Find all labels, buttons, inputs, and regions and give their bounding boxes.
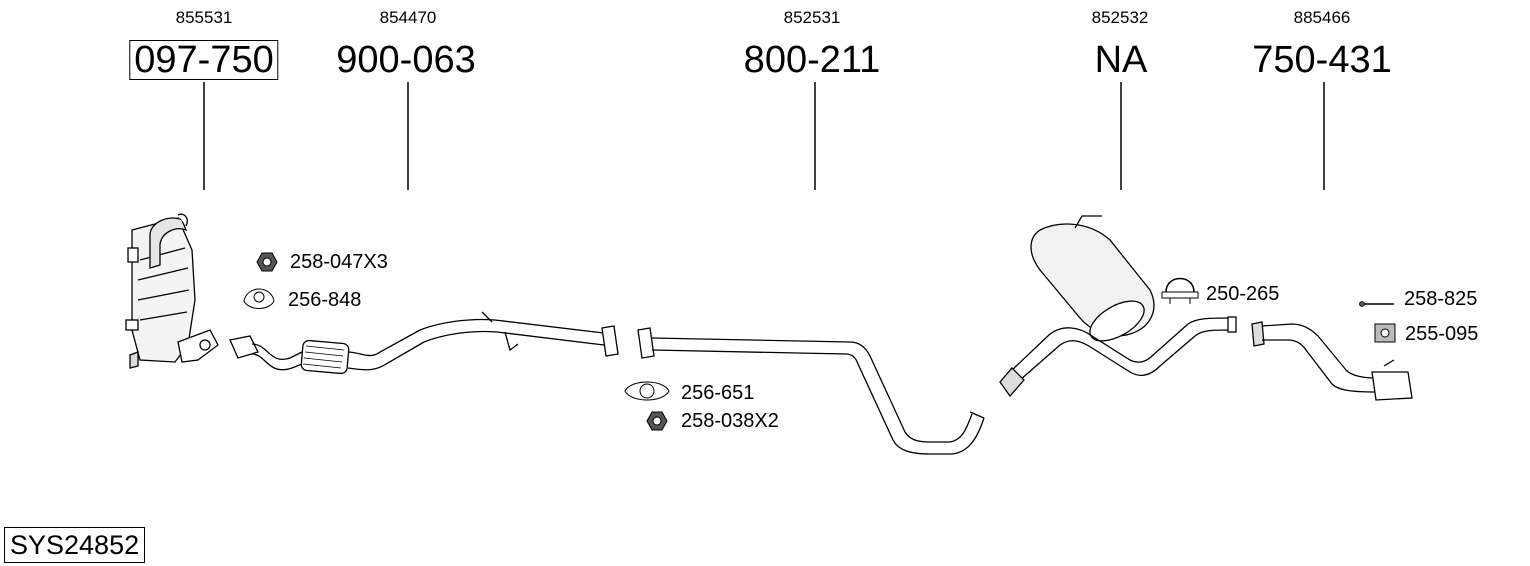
accessory-label-bolt[interactable]: 258-825 bbox=[1404, 288, 1478, 310]
bolt-icon bbox=[1359, 301, 1394, 307]
accessory-label-gasket-1[interactable]: 256-848 bbox=[288, 289, 362, 311]
system-id-box: SYS24852 bbox=[4, 527, 146, 563]
part-number-4[interactable]: NA bbox=[1094, 39, 1148, 81]
part-number-2[interactable]: 900-063 bbox=[336, 39, 476, 81]
part-number-3[interactable]: 800-211 bbox=[743, 39, 881, 81]
rear-silencer-part[interactable] bbox=[999, 215, 1237, 398]
front-pipe-part[interactable] bbox=[229, 311, 619, 375]
nut-icon bbox=[256, 252, 278, 272]
accessory-label-rubber-mount[interactable]: 255-095 bbox=[1405, 323, 1479, 345]
oem-number-5: 885466 bbox=[1293, 8, 1351, 27]
catalytic-converter-part[interactable] bbox=[125, 213, 219, 369]
oem-number-4: 852532 bbox=[1091, 8, 1149, 27]
oem-number-2: 854470 bbox=[379, 8, 437, 27]
clamp-icon bbox=[1161, 277, 1199, 304]
accessory-label-gasket-2[interactable]: 256-651 bbox=[681, 382, 755, 404]
oem-number-3: 852531 bbox=[783, 8, 841, 27]
accessory-label-clamp[interactable]: 250-265 bbox=[1206, 283, 1280, 305]
accessory-label-nut-1[interactable]: 258-047X3 bbox=[290, 251, 388, 273]
part-number-1[interactable]: 097-750 bbox=[129, 40, 279, 80]
rubber-mount-icon bbox=[1374, 323, 1396, 343]
gasket-icon bbox=[243, 288, 275, 309]
part-number-5[interactable]: 750-431 bbox=[1252, 39, 1392, 81]
gasket-icon bbox=[624, 381, 670, 401]
middle-pipe-part[interactable] bbox=[637, 327, 985, 455]
tailpipe-part[interactable] bbox=[1251, 321, 1413, 401]
accessory-label-nut-2[interactable]: 258-038X2 bbox=[681, 410, 779, 432]
oem-number-1: 855531 bbox=[175, 8, 233, 27]
nut-icon bbox=[646, 411, 668, 431]
